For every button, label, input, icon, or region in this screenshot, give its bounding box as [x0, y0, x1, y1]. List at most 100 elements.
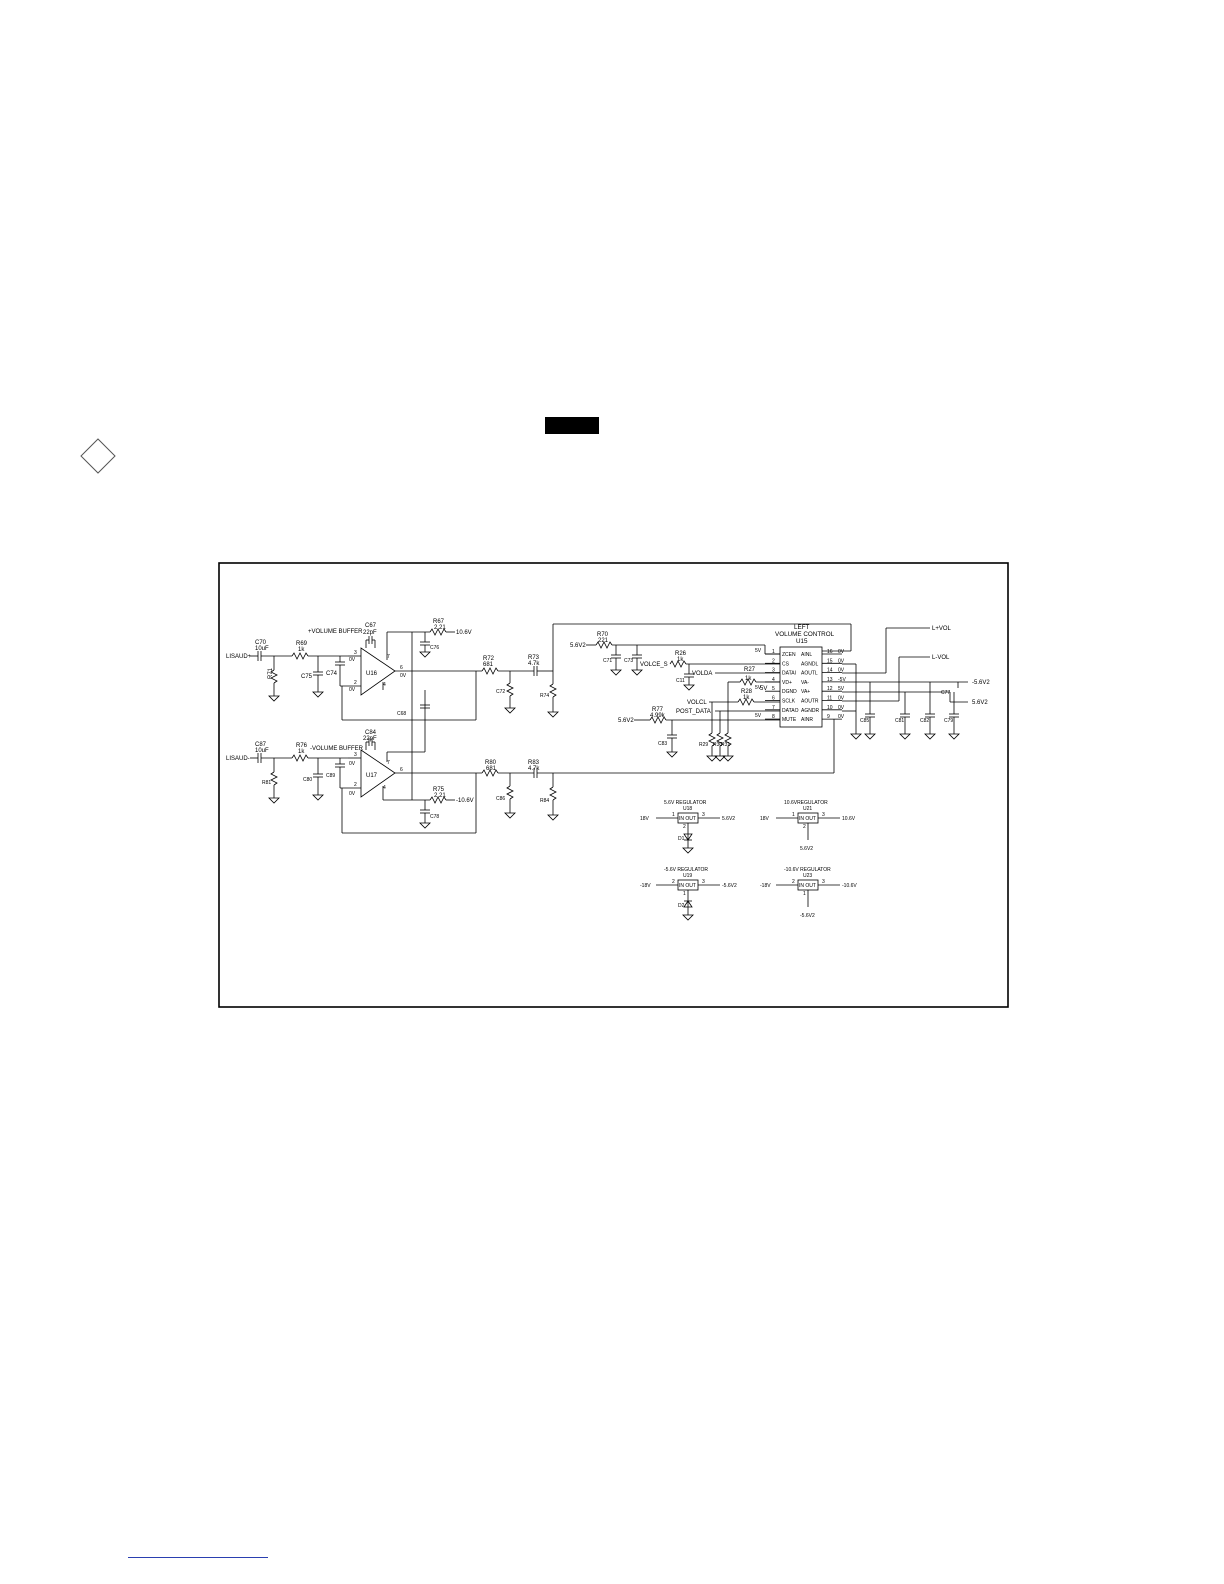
volcl-label: VOLCL: [687, 700, 707, 706]
u16-0v-out: 0V: [400, 673, 407, 679]
l-plus-vol-label: L+VOL: [932, 626, 952, 632]
regulator-title: -5.6V REGULATOR: [664, 867, 708, 873]
r83-ref: C86: [496, 796, 505, 802]
vc-left-pin-num: 1: [772, 649, 775, 655]
regulator-out: 5.6V2: [722, 816, 735, 822]
c75-ref: C75: [301, 674, 313, 680]
vc-right-pin-net: 0V: [838, 658, 845, 664]
r31-ref: R31: [721, 742, 730, 748]
c84-ref: C84: [365, 730, 377, 736]
vc-right-pin-num: 10: [827, 705, 833, 711]
vc-right-pin-name: AINR: [801, 717, 813, 723]
r80-ref: R80: [485, 760, 497, 766]
regulator-pin-in: 1: [672, 812, 675, 818]
regulator-in: 18V: [640, 816, 650, 822]
footer-rule: [128, 1557, 268, 1558]
regulator-block-label: IN OUT: [679, 816, 696, 822]
vc-left-pin-num: 8: [772, 714, 775, 720]
r76-ref: R76: [296, 743, 308, 749]
r27-value: 1k: [745, 676, 752, 682]
r77-value: 4.99k: [650, 713, 666, 719]
regulator-block-label: IN OUT: [679, 883, 696, 889]
vc-right-pin-num: 12: [827, 686, 833, 692]
plus-buffer-title: +VOLUME BUFFER: [308, 629, 363, 635]
black-label-tag: [545, 417, 599, 434]
regulator-pin-in: 2: [672, 879, 675, 885]
c89-ref: C89: [326, 773, 335, 779]
regulator-bottom-net: 5.6V2: [800, 846, 813, 852]
u17-pin6: 6: [400, 767, 403, 773]
regulator-out: -5.6V2: [722, 883, 737, 889]
l-minus-vol-label: L-VOL: [932, 655, 950, 661]
vc-left-pin-num: 3: [772, 668, 775, 674]
vc-right-pin-net: 0V: [838, 668, 845, 674]
vc-left-pin-name: DGND: [782, 689, 797, 695]
vc-right-pin-num: 14: [827, 668, 833, 674]
pos5v6-label: 5.6V2: [972, 700, 988, 706]
ground-symbol: [682, 847, 694, 854]
c78-ref: C78: [430, 814, 439, 820]
regulator-pin-in: 2: [792, 879, 795, 885]
regulator-pin-out: 3: [822, 879, 825, 885]
r74-ref: R74: [540, 693, 549, 699]
decap-ref: C79: [944, 718, 953, 724]
regulator-pin-adj: 1: [683, 891, 686, 897]
vc-right-pin-num: 11: [827, 696, 832, 702]
minus-buffer-title: -VOLUME BUFFER: [310, 746, 364, 752]
regulator-pin-out: 3: [702, 812, 705, 818]
diode-ref: D2: [678, 903, 685, 909]
r27-ref: R27: [744, 667, 756, 673]
vc-right-pin-net: 0V: [838, 696, 845, 702]
r81-ref: R81: [262, 780, 271, 786]
diamond-icon: [80, 438, 116, 474]
c86-ref: R83: [528, 760, 540, 766]
vc-right-pin-num: 9: [827, 714, 830, 720]
vc-left-pin-net: 5V: [755, 713, 762, 719]
vc-right-pin-num: 13: [827, 677, 833, 683]
c67-ref: C67: [365, 623, 377, 629]
r28-ref: R28: [741, 689, 753, 695]
u16-pin2: 2: [354, 680, 357, 686]
r73-ref: C72: [496, 689, 505, 695]
regulator-ref: U21: [803, 806, 812, 812]
r26-ref: R26: [675, 651, 687, 657]
vc-left-pin-num: 7: [772, 705, 775, 711]
ground-symbol: [864, 733, 876, 740]
vc-left-pin-num: 4: [772, 677, 775, 683]
c72-ref: R73: [528, 655, 540, 661]
c71-ref: C71: [603, 658, 612, 664]
r80-value: 681: [486, 766, 497, 772]
neg5v6-label: -5.6V2: [972, 680, 990, 686]
c80-ref: C80: [303, 777, 312, 783]
vc-left-pin-num: 6: [772, 696, 775, 702]
u17-0v-b: 0V: [349, 791, 356, 797]
ground-symbol: [948, 733, 960, 740]
u16-pin3: 3: [354, 650, 357, 656]
r70-ref: R70: [597, 632, 609, 638]
u17-pin2: 2: [354, 782, 357, 788]
regulator-out: -10.6V: [842, 883, 857, 889]
vc-right-pin-net: 0V: [838, 714, 845, 720]
r70-value: 221: [598, 638, 609, 644]
r72-value: 681: [483, 662, 494, 668]
c83-ref: C83: [658, 741, 667, 747]
regulator-ref: U23: [803, 873, 812, 879]
regulator-pin-adj: 1: [803, 891, 806, 897]
rail-pos-plus: 10.6V: [456, 630, 472, 636]
r76-value: 1k: [298, 749, 305, 755]
post-data-label: POST_DATA: [676, 709, 711, 715]
r71-label: R71: [268, 667, 274, 679]
c76-ref: C76: [430, 645, 439, 651]
c11-ref: C11: [676, 678, 685, 684]
vc-left-pin-net: 5V: [755, 685, 762, 691]
label-5v-vd: 5V: [760, 686, 767, 692]
schematic-frame: [218, 562, 1009, 1008]
regulator-pin-out: 3: [822, 812, 825, 818]
r30-ref: R30: [713, 742, 722, 748]
vc-right-pin-name: AOUTL: [801, 671, 818, 677]
